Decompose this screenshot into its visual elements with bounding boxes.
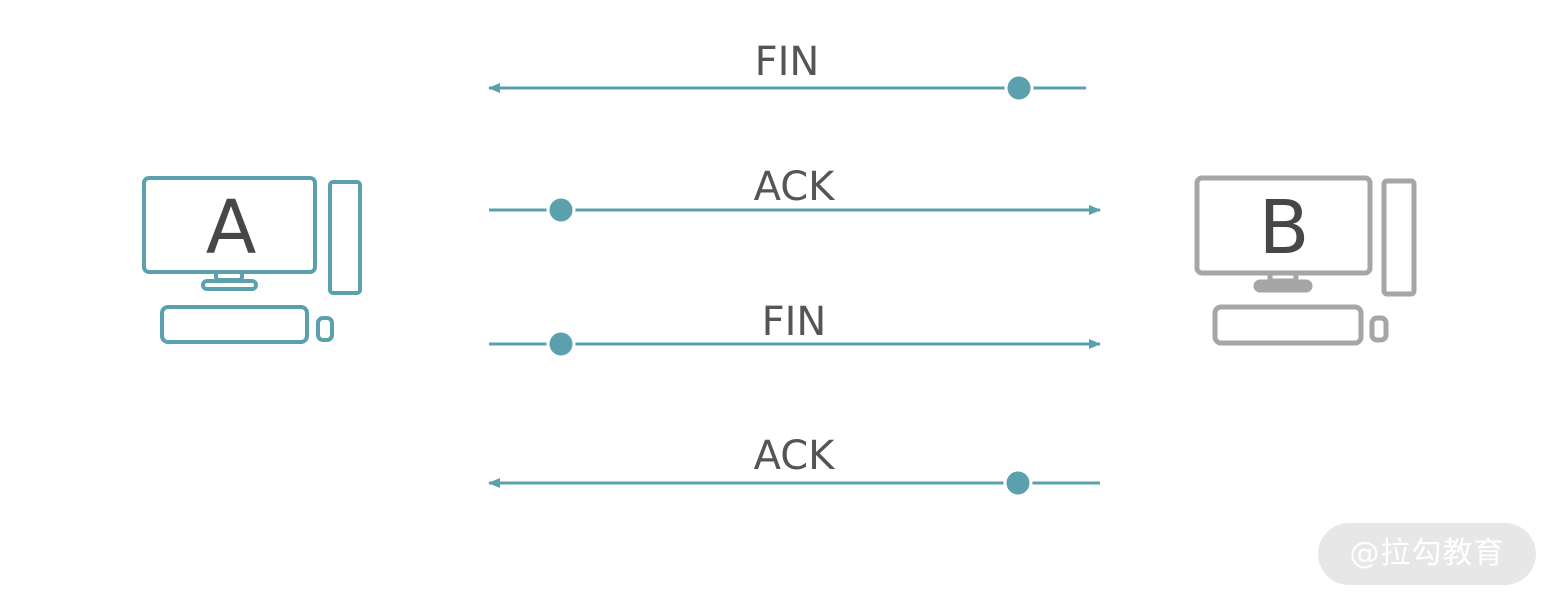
message-4-origin-dot <box>1003 468 1033 498</box>
watermark-badge: @拉勾教育 <box>1318 523 1536 585</box>
host-b-keyboard <box>1212 304 1364 346</box>
message-1-label: FIN <box>755 39 820 85</box>
host-a-keyboard <box>160 305 309 344</box>
host-b-computer-icon <box>1194 175 1417 346</box>
host-b-tower <box>1381 178 1417 297</box>
message-4-ack-arrow: ACK <box>488 433 1100 498</box>
host-a-computer-icon <box>142 176 362 344</box>
host-a-mouse <box>316 316 334 342</box>
host-a-monitor-neck <box>214 270 244 282</box>
message-2-ack-arrow: ACK <box>489 164 1101 225</box>
host-a-tower <box>328 180 362 295</box>
message-3-origin-dot <box>546 329 576 359</box>
message-4-label: ACK <box>754 433 837 479</box>
message-2-origin-dot <box>546 195 576 225</box>
host-b-mouse <box>1369 315 1389 343</box>
message-1-fin-arrow: FIN <box>488 39 1086 103</box>
host-a-monitor-base <box>201 279 258 291</box>
message-2-label: ACK <box>754 164 837 210</box>
host-b-label: B <box>1259 185 1310 271</box>
host-b-monitor-base <box>1253 279 1313 293</box>
message-3-label: FIN <box>762 299 827 345</box>
message-3-fin-arrow: FIN <box>489 299 1101 359</box>
message-1-origin-dot <box>1004 73 1034 103</box>
host-a-label: A <box>206 185 257 271</box>
